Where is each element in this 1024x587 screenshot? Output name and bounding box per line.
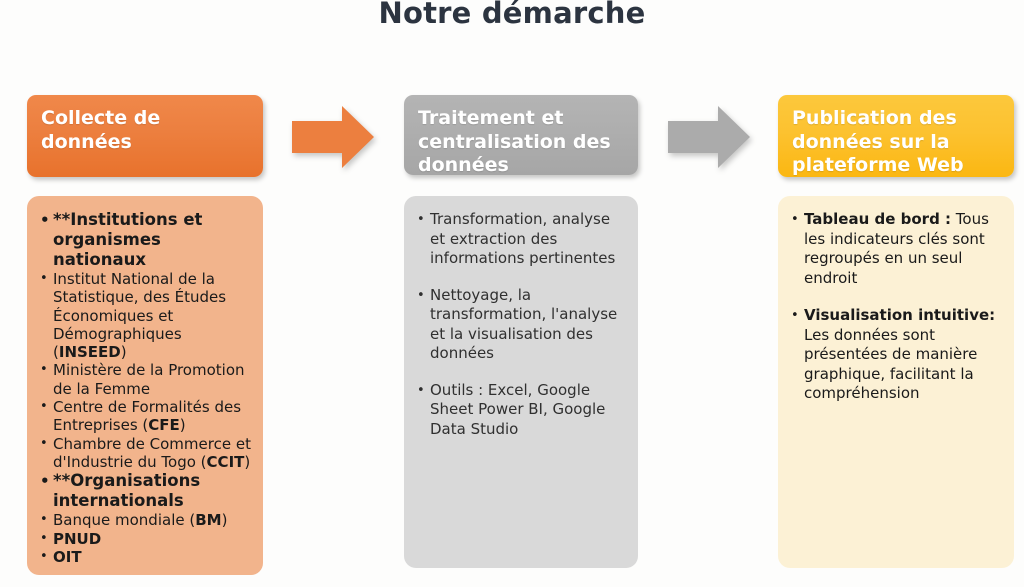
- column-collecte: Collecte de données **Institutions et or…: [27, 0, 263, 587]
- column-body-collecte: **Institutions et organismes nationauxIn…: [27, 196, 263, 575]
- list-item: PNUD: [39, 529, 251, 549]
- list-item: Tableau de bord : Tous les indicateurs c…: [790, 210, 1002, 288]
- list-item-text: **Organisations internationals: [53, 471, 201, 511]
- list-item-text: ): [244, 452, 251, 471]
- column-body-traitement: Transformation, analyse et extraction de…: [404, 196, 638, 568]
- list-item-text: **Institutions et organismes nationaux: [53, 210, 203, 269]
- list-item-text: ): [221, 511, 228, 530]
- list-item-text: CFE: [148, 416, 180, 435]
- list-item: Outils : Excel, Google Sheet Power BI, G…: [416, 381, 626, 440]
- list-item-text: Institut National de la Statistique, des…: [53, 270, 227, 362]
- list-item: Banque mondiale (BM): [39, 511, 251, 530]
- list-item-text: Tableau de bord :: [804, 210, 952, 228]
- list-item: **Organisations internationals: [39, 471, 251, 511]
- column-header-traitement: Traitement et centralisation des données: [404, 95, 638, 175]
- bullet-list-publication: Tableau de bord : Tous les indicateurs c…: [790, 210, 1002, 404]
- list-item-text: Centre de Formalités des Entreprises (: [53, 398, 242, 435]
- list-item-text: Les données sont présentées de manière g…: [804, 325, 978, 403]
- arrow-right-icon: [668, 104, 750, 170]
- list-item-text: ): [120, 343, 127, 362]
- list-item: OIT: [39, 547, 251, 567]
- arrow-right-icon: [292, 104, 374, 170]
- list-item: Chambre de Commerce et d'Industrie du To…: [39, 435, 251, 472]
- list-item-text: INSEED: [58, 343, 121, 362]
- list-item-text: Nettoyage, la transformation, l'analyse …: [430, 285, 618, 363]
- list-item-text: PNUD: [53, 529, 102, 548]
- list-item: Institut National de la Statistique, des…: [39, 270, 251, 361]
- list-item-text: BM: [195, 511, 222, 530]
- bullet-list-traitement: Transformation, analyse et extraction de…: [416, 210, 626, 439]
- page-title: Notre démarche: [378, 0, 646, 30]
- column-header-publication-label: Publication des données sur la plateform…: [792, 107, 964, 176]
- list-item: Centre de Formalités des Entreprises (CF…: [39, 398, 251, 435]
- column-header-traitement-label: Traitement et centralisation des données: [418, 107, 611, 175]
- column-traitement: Traitement et centralisation des données…: [404, 0, 638, 587]
- list-item: Visualisation intuitive: Les données son…: [790, 306, 1002, 404]
- list-item-text: ): [179, 416, 186, 435]
- column-publication: Publication des données sur la plateform…: [778, 0, 1014, 587]
- list-item-text: Banque mondiale (: [53, 511, 196, 530]
- column-header-collecte-label: Collecte de données: [41, 107, 161, 153]
- column-body-publication: Tableau de bord : Tous les indicateurs c…: [778, 196, 1014, 568]
- list-item-text: Chambre de Commerce et d'Industrie du To…: [53, 434, 251, 471]
- column-header-collecte: Collecte de données: [27, 95, 263, 177]
- list-item: Nettoyage, la transformation, l'analyse …: [416, 286, 626, 364]
- list-item: Transformation, analyse et extraction de…: [416, 210, 626, 269]
- list-item-text: Transformation, analyse et extraction de…: [430, 210, 616, 267]
- list-item: **Institutions et organismes nationaux: [39, 210, 251, 270]
- list-item-text: Tous les indicateurs clés sont regroupés…: [804, 210, 989, 287]
- list-item-text: Ministère de la Promotion de la Femme: [53, 361, 245, 398]
- bullet-list-collecte: **Institutions et organismes nationauxIn…: [39, 210, 251, 566]
- list-item-text: CCIT: [206, 452, 245, 471]
- list-item-text: OIT: [53, 547, 82, 566]
- list-item-text: Outils : Excel, Google Sheet Power BI, G…: [430, 380, 606, 438]
- column-header-publication: Publication des données sur la plateform…: [778, 95, 1014, 177]
- list-item-text: Visualisation intuitive:: [804, 306, 996, 324]
- list-item: Ministère de la Promotion de la Femme: [39, 361, 251, 398]
